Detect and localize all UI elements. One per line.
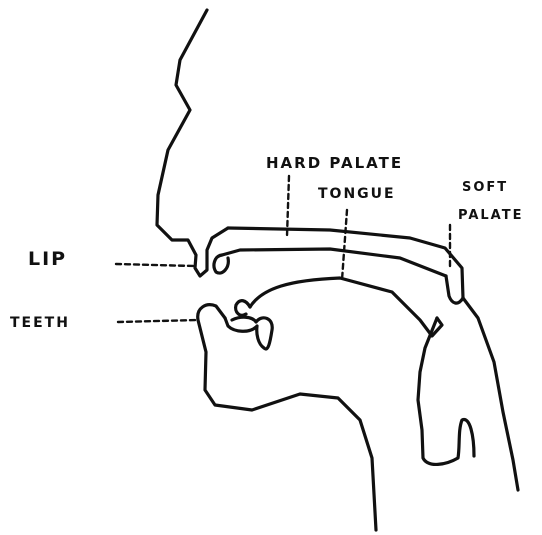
face-profile-lower	[198, 305, 376, 530]
upper-tooth	[214, 255, 228, 273]
tongue-tip	[236, 301, 250, 316]
hard-palate-leader	[287, 176, 289, 236]
lower-teeth	[225, 317, 272, 349]
palate-lower-surface	[222, 249, 446, 276]
soft-palate-label-line2: PALATE	[458, 208, 523, 223]
lip-leader	[116, 264, 194, 266]
head-outline	[157, 10, 518, 530]
teeth-leader	[118, 320, 198, 322]
soft-palate-tip	[446, 276, 463, 303]
pharynx-back-wall	[463, 298, 518, 490]
teeth-label: TEETH	[10, 315, 70, 331]
tongue-surface	[250, 278, 442, 336]
labels: HARD PALATE TONGUE SOFT PALATE LIP TEETH	[10, 154, 523, 331]
tongue-label: TONGUE	[318, 186, 396, 202]
hard-palate-label: HARD PALATE	[266, 154, 403, 172]
tongue-leader	[342, 210, 347, 280]
face-profile-upper	[157, 10, 228, 276]
lip-label: LIP	[28, 248, 67, 270]
pharynx-front-wall	[418, 318, 474, 464]
soft-palate-label-line1: SOFT	[462, 180, 508, 195]
